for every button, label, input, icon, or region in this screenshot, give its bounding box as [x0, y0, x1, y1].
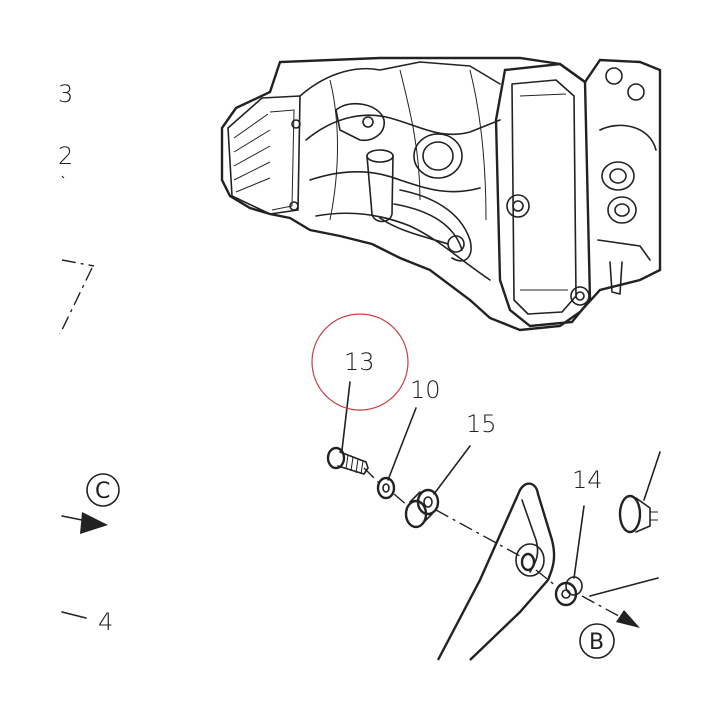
- stud-bolt: [618, 451, 661, 534]
- engine-assembly: [220, 56, 662, 332]
- view-label-b: B: [589, 630, 604, 655]
- callout-10: 10: [410, 376, 441, 404]
- nut-part-14: [554, 576, 583, 607]
- leader-13: [341, 381, 351, 451]
- view-label-c: C: [95, 479, 110, 504]
- latch-lever: [335, 102, 385, 142]
- bolt-part-13: [326, 446, 369, 475]
- bracket-plate: [436, 482, 556, 661]
- callout-2: 2: [58, 142, 73, 170]
- callout-13: 13: [344, 348, 375, 376]
- fastener-stack: [326, 446, 661, 628]
- callout-3: 3: [58, 80, 73, 108]
- left-leader-fragments: [59, 175, 95, 619]
- view-marker-b-circle: [579, 623, 615, 659]
- callout-14: 14: [572, 466, 603, 494]
- callout-15: 15: [466, 410, 497, 438]
- hose-tube: [366, 149, 449, 245]
- washer-part-10: [376, 476, 396, 500]
- highlight-circle-13: [311, 313, 409, 411]
- leader-lines: [341, 381, 585, 579]
- leader-10: [387, 407, 417, 481]
- grommet-part-15: [404, 488, 440, 529]
- leader-15: [433, 445, 471, 495]
- fitting-cluster: [597, 67, 657, 295]
- callout-4: 4: [98, 608, 113, 636]
- view-arrow-c: [61, 473, 120, 534]
- cover-housing: [494, 62, 592, 328]
- leader-14: [573, 505, 585, 579]
- rail-line: [589, 577, 659, 597]
- engine-grille: [227, 95, 301, 215]
- pipe-fitting: [413, 133, 463, 179]
